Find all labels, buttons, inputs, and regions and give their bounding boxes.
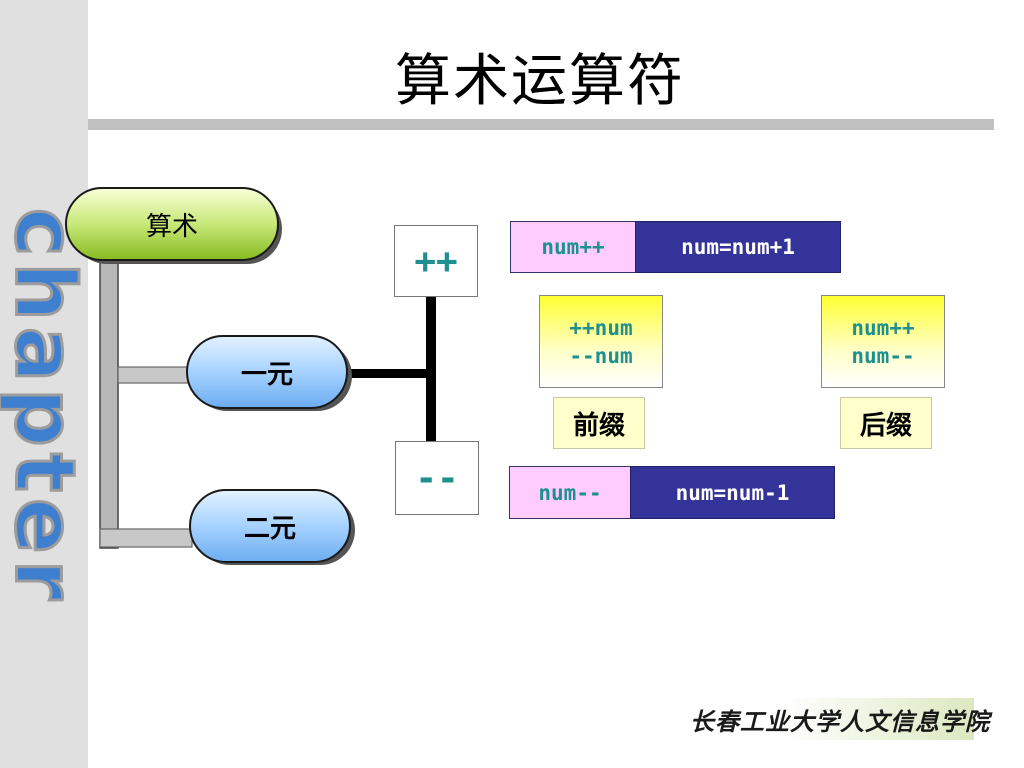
vertical-word-art: chapter xyxy=(0,206,88,607)
root-node-pill xyxy=(65,187,279,261)
decrement-operator-box: -- xyxy=(395,441,479,515)
footer-banner xyxy=(682,698,974,740)
postfix-form-increment: num++ xyxy=(851,315,915,340)
side-word-text: chapter xyxy=(0,208,88,606)
branch-unary-connector xyxy=(117,366,191,384)
binary-node-label: 二元 xyxy=(243,513,296,544)
operator-line-horizontal xyxy=(346,369,436,378)
postfix-forms-box: num++ num-- xyxy=(821,295,945,388)
binary-node-pill xyxy=(189,489,351,563)
root-node-label: 算术 xyxy=(145,211,198,242)
unary-node-label: 一元 xyxy=(240,359,293,390)
prefix-form-decrement: --num xyxy=(569,343,633,368)
tree-trunk xyxy=(99,257,119,549)
postfix-label: 后缀 xyxy=(840,397,932,449)
slide-title: 算术运算符 xyxy=(395,49,685,114)
decrement-equivalent: num=num-1 xyxy=(630,466,835,519)
title-divider xyxy=(88,119,994,130)
branch-binary-connector xyxy=(99,528,193,548)
decrement-expression: num-- xyxy=(509,466,631,519)
sidebar: chapter xyxy=(0,0,88,768)
increment-operator-box: ++ xyxy=(394,225,478,297)
prefix-label: 前缀 xyxy=(553,397,645,449)
postfix-form-decrement: num-- xyxy=(851,343,915,368)
increment-expression: num++ xyxy=(510,221,636,273)
operator-line-vertical xyxy=(426,290,436,446)
prefix-forms-box: ++num --num xyxy=(539,295,663,388)
prefix-form-increment: ++num xyxy=(569,315,633,340)
unary-node-pill xyxy=(186,335,348,409)
increment-equivalent: num=num+1 xyxy=(635,221,841,273)
footer-institution: 长春工业大学人文信息学院 xyxy=(690,707,990,736)
